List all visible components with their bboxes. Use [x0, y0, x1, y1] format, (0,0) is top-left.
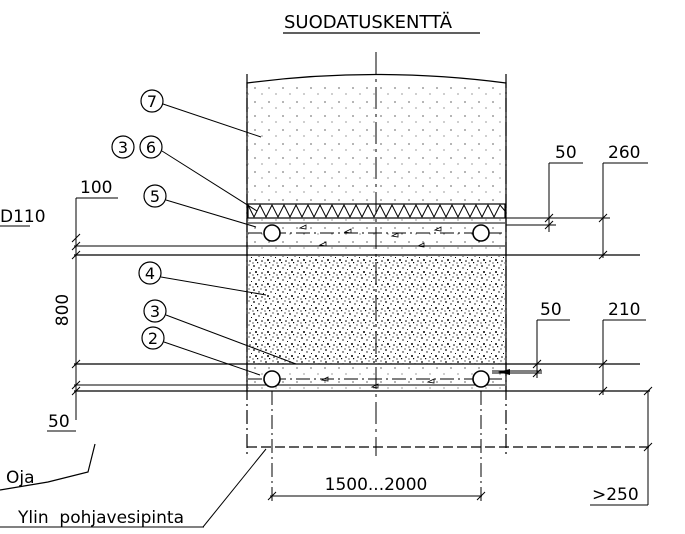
- dim-50-top: 50: [555, 143, 577, 163]
- dim-gw: >250: [592, 485, 639, 505]
- drawing-title: SUODATUSKENTTÄ: [284, 12, 453, 33]
- dim-d110: D110: [0, 207, 46, 227]
- arrow-mid: [498, 369, 510, 375]
- lower-pipe-right: [472, 370, 490, 388]
- dim-50-mid: 50: [540, 300, 562, 320]
- callout-5: 5: [150, 187, 160, 206]
- dim-260: 260: [608, 143, 640, 163]
- dim-width: 1500...2000: [325, 475, 428, 495]
- callout-5-circle: [143, 184, 167, 208]
- callout-7: 7: [147, 92, 157, 111]
- callout-4: 4: [145, 264, 155, 283]
- leader-4: [160, 276, 267, 296]
- leader-3b: [165, 314, 297, 365]
- callout-3a-circle: [111, 135, 135, 159]
- leader-2: [163, 341, 261, 376]
- dim-100: 100: [80, 178, 112, 198]
- backfill-top-arc: [246, 73, 507, 84]
- leader-5: [165, 199, 257, 228]
- ditch-profile: [0, 443, 96, 491]
- leader-6: [161, 150, 258, 212]
- callout-2-circle: [141, 326, 165, 350]
- callout-7-circle: [140, 89, 164, 113]
- upper-pipe-right: [472, 224, 490, 242]
- callout-3b: 3: [150, 302, 160, 321]
- groundwater-label: Ylin pohjavesipinta: [17, 508, 184, 528]
- callout-6-circle: [139, 135, 163, 159]
- upper-pipe-left: [263, 224, 281, 242]
- geotextile-zigzag: [247, 203, 506, 219]
- dim-50-left: 50: [48, 412, 70, 432]
- leader-7: [162, 103, 262, 138]
- callout-3b-circle: [143, 299, 167, 323]
- ditch-label: Oja: [6, 468, 35, 488]
- dim-800: 800: [53, 294, 73, 326]
- callout-4-circle: [138, 261, 162, 285]
- callout-3a: 3: [118, 138, 128, 157]
- lower-pipe-left: [263, 370, 281, 388]
- callout-6: 6: [146, 138, 156, 157]
- callout-2: 2: [148, 329, 158, 348]
- groundwater-leader: [202, 448, 267, 528]
- dim-210: 210: [608, 300, 640, 320]
